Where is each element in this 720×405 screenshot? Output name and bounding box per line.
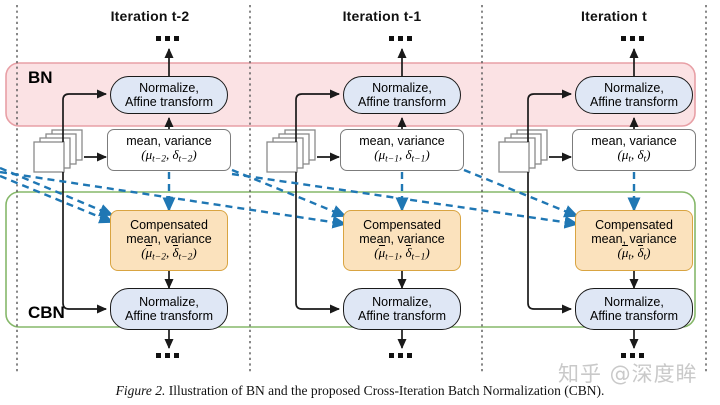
bn-normalize-box[interactable]: Normalize, Affine transform: [343, 76, 461, 114]
column-title-iteration-t: Iteration t: [581, 8, 647, 24]
figure-caption: Figure 2. Illustration of BN and the pro…: [0, 383, 720, 399]
cbn-compensated-line1: Compensated: [130, 217, 208, 232]
bn-normalize-line2: Affine transform: [124, 95, 213, 109]
ellipsis-dots-icon: [389, 353, 412, 358]
cbn-compensated-box[interactable]: Compensated mean, variance (μt−2, δt−2): [110, 210, 228, 271]
ellipsis-dots-icon: [389, 36, 412, 41]
feature-map-stack-icon: [498, 129, 548, 173]
bn-normalize-line1: Normalize,: [604, 81, 664, 95]
cbn-compensated-math: (μt−2, δt−2): [141, 244, 197, 263]
cbn-normalize-box[interactable]: Normalize, Affine transform: [575, 288, 693, 330]
bn-stats-box[interactable]: mean, variance (μt−2, δt−2): [107, 129, 231, 171]
bn-normalize-box[interactable]: Normalize, Affine transform: [110, 76, 228, 114]
bn-normalize-line1: Normalize,: [372, 81, 432, 95]
cbn-compensated-box[interactable]: Compensated mean, variance (μt, δt): [575, 210, 693, 271]
cbn-compensated-line2: mean, variance: [126, 231, 212, 246]
feature-map-stack-icon: [33, 129, 83, 173]
cbn-compensated-line2: mean, variance: [359, 231, 445, 246]
cbn-compensated-line1: Compensated: [595, 217, 673, 232]
column-title-iteration-t-2: Iteration t-2: [110, 8, 190, 24]
caption-label: Figure 2.: [115, 383, 166, 398]
bn-band-label: BN: [28, 68, 53, 87]
bn-stats-box[interactable]: mean, variance (μt−1, δt−1): [340, 129, 464, 171]
bn-stats-math: (μt−1, δt−1): [374, 147, 430, 166]
bn-normalize-line2: Affine transform: [589, 95, 678, 109]
cbn-compensated-line2: mean, variance: [591, 231, 677, 246]
cbn-normalize-line2: Affine transform: [589, 309, 678, 323]
cbn-compensated-math: (μt, δt): [617, 244, 651, 263]
bn-normalize-line1: Normalize,: [139, 81, 199, 95]
cbn-normalize-box[interactable]: Normalize, Affine transform: [343, 288, 461, 330]
bn-stats-math: (μt, δt): [617, 147, 651, 166]
bn-stats-math: (μt−2, δt−2): [141, 147, 197, 166]
caption-text: Illustration of BN and the proposed Cros…: [165, 383, 605, 398]
watermark: 知乎 @深度眸: [558, 362, 698, 386]
cbn-compensated-box[interactable]: Compensated mean, variance (μt−1, δt−1): [343, 210, 461, 271]
cbn-normalize-box[interactable]: Normalize, Affine transform: [110, 288, 228, 330]
bn-stats-box[interactable]: mean, variance (μt, δt): [572, 129, 696, 171]
bn-stats-line1: mean, variance: [591, 134, 677, 149]
bn-normalize-box[interactable]: Normalize, Affine transform: [575, 76, 693, 114]
cbn-normalize-line2: Affine transform: [124, 309, 213, 323]
column-title-iteration-t-1: Iteration t-1: [342, 8, 422, 24]
cbn-normalize-line1: Normalize,: [604, 295, 664, 309]
cbn-normalize-line1: Normalize,: [139, 295, 199, 309]
cbn-normalize-line2: Affine transform: [357, 309, 446, 323]
ellipsis-dots-icon: [156, 36, 179, 41]
cross-iteration-arrows: [0, 166, 641, 229]
cbn-compensated-line1: Compensated: [363, 217, 441, 232]
feature-map-stack-icon: [266, 129, 316, 173]
ellipsis-dots-icon: [621, 353, 644, 358]
bn-stats-line1: mean, variance: [126, 134, 212, 149]
cbn-normalize-line1: Normalize,: [372, 295, 432, 309]
ellipsis-dots-icon: [156, 353, 179, 358]
bn-normalize-line2: Affine transform: [357, 95, 446, 109]
bn-stats-line1: mean, variance: [359, 134, 445, 149]
solid-arrows: [62, 47, 639, 350]
cbn-band-label: CBN: [28, 303, 65, 322]
ellipsis-dots-icon: [621, 36, 644, 41]
cbn-compensated-math: (μt−1, δt−1): [374, 244, 430, 263]
